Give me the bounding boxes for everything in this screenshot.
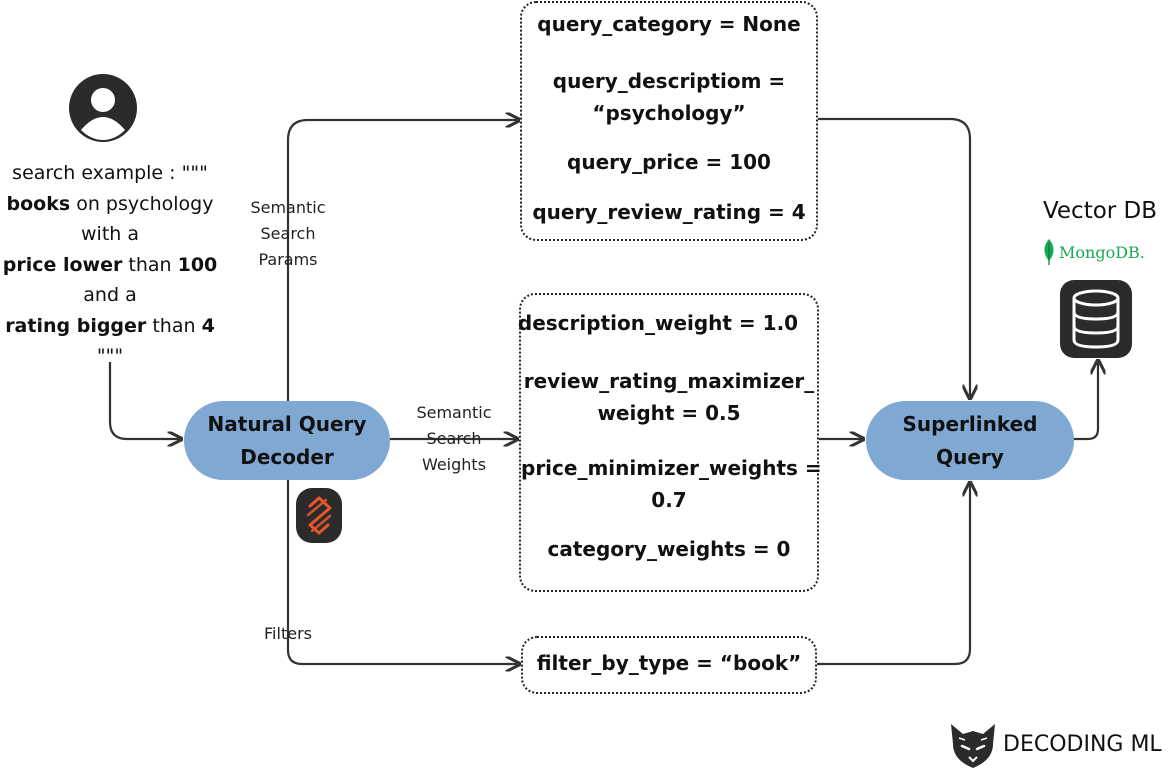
search-example-text-segment: than	[122, 253, 178, 276]
search-example-keyword: 100	[177, 253, 218, 276]
weight-price-line1: price_minimizer_weights =	[521, 456, 822, 480]
weight-review-rating-line1: review_rating_maximizer_	[523, 369, 815, 393]
param-query-description-line1: query_descriptiom =	[552, 69, 786, 93]
mongodb-label: MongoDB.	[1059, 242, 1145, 262]
search-example-keyword: 4	[201, 314, 215, 337]
vector-db-title: Vector DB	[1042, 198, 1158, 224]
search-example-line: """	[0, 341, 220, 372]
mongodb-leaf-icon	[1044, 239, 1054, 265]
arrow-user-to-decoder	[108, 362, 180, 439]
param-query-price: query_price = 100	[567, 150, 771, 174]
edge-label-weights-line3: Weights	[421, 455, 487, 474]
param-query-category: query_category = None	[537, 12, 801, 36]
weight-category: category_weights = 0	[547, 537, 791, 561]
search-example-text-segment: search example : """	[12, 162, 208, 184]
weight-description: description_weight = 1.0	[517, 311, 799, 335]
cat-logo-icon	[951, 724, 995, 768]
edge-label-semantic-search-params: Semantic Search Params	[238, 195, 338, 273]
search-example-text-segment: and a	[83, 284, 137, 306]
mongodb-logo: MongoDB.	[1043, 238, 1145, 266]
search-example-text-segment: than	[146, 314, 202, 337]
search-example-keyword: books	[6, 192, 71, 215]
arrow-filter-to-superlinked	[815, 484, 970, 666]
search-example-text-segment: on psychology	[70, 192, 214, 215]
edge-label-params-line3: Params	[258, 250, 318, 269]
search-example-text: search example : """ books on psychology w…	[0, 158, 220, 372]
edge-label-params-line1: Semantic	[250, 198, 326, 217]
semantic-weights-box: description_weight = 1.0 review_rating_m…	[518, 293, 822, 592]
filter-by-type: filter_by_type = “book”	[536, 651, 802, 675]
superlinked-logo-icon	[296, 488, 342, 543]
search-example-line: with a	[0, 219, 220, 250]
search-example-text-segment: with a	[81, 223, 139, 245]
arrow-superlinked-to-db	[1074, 362, 1098, 441]
database-icon	[1060, 280, 1132, 358]
search-example-line: search example : """	[0, 158, 220, 189]
arrow-decoder-to-params	[286, 120, 518, 401]
arrow-decoder-to-filter	[286, 480, 518, 664]
superlinked-query-node: Superlinked Query	[866, 401, 1074, 480]
search-example-line: price lower than 100	[0, 250, 220, 281]
decoder-label-line2: Decoder	[240, 444, 334, 469]
search-example-keyword: rating bigger	[5, 314, 147, 337]
arrow-params-to-superlinked	[816, 117, 970, 397]
weight-price-line2: 0.7	[651, 488, 687, 512]
edge-label-weights-line2: Search	[426, 429, 482, 448]
param-query-review-rating: query_review_rating = 4	[532, 200, 806, 224]
superlinked-label-line1: Superlinked	[902, 411, 1038, 436]
edge-label-filters: Filters	[264, 624, 312, 643]
decoder-label-line1: Natural Query	[207, 411, 367, 436]
filter-box: filter_by_type = “book”	[521, 636, 817, 694]
natural-query-decoder-node: Natural Query Decoder	[184, 401, 390, 480]
brand-text: DECODING ML	[1003, 731, 1162, 757]
search-example-line: books on psychology	[0, 189, 220, 220]
edge-label-params-line2: Search	[260, 224, 316, 243]
search-example-keyword: price lower	[2, 253, 123, 276]
param-query-description-line2: “psychology”	[592, 101, 746, 125]
weight-review-rating-line2: weight = 0.5	[597, 401, 741, 425]
edge-label-semantic-search-weights: Semantic Search Weights	[404, 400, 504, 478]
superlinked-label-line2: Query	[936, 444, 1004, 469]
search-example-text-segment: """	[96, 345, 124, 367]
search-example-line: and a	[0, 280, 220, 311]
semantic-params-box: query_category = None query_descriptiom …	[520, 1, 818, 241]
search-example-line: rating bigger than 4	[0, 311, 220, 342]
decoding-ml-brand: DECODING ML	[945, 716, 1162, 772]
user-avatar-icon	[69, 74, 137, 142]
edge-label-weights-line1: Semantic	[416, 403, 492, 422]
